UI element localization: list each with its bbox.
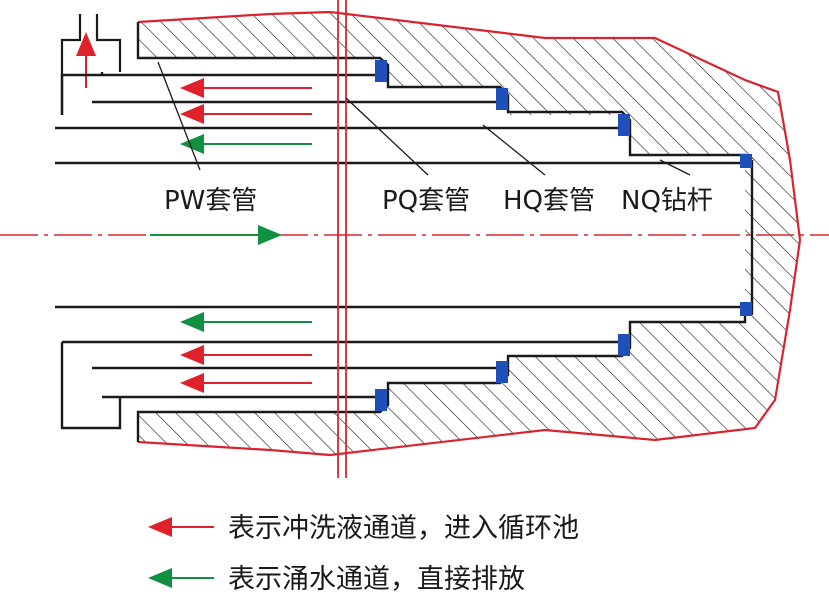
pw-casing-label: PW套管 xyxy=(164,186,257,216)
legend-flush-text: 表示冲洗液通道，进入循环池 xyxy=(228,513,579,544)
nq-seal-upper xyxy=(740,154,752,168)
hq-casing-label: HQ套管 xyxy=(503,186,595,216)
pw-casing-upper xyxy=(60,73,380,115)
pq-seal-lower xyxy=(496,361,508,383)
pq-leader xyxy=(345,97,429,176)
hq-leader xyxy=(482,124,546,176)
pw-seal-lower xyxy=(375,389,387,411)
pq-seal-upper xyxy=(496,88,508,110)
borehole-wall-lower xyxy=(137,239,802,457)
pw-leader xyxy=(157,61,201,171)
borehole-wall-upper xyxy=(137,10,802,241)
nq-rod-label: NQ钻杆 xyxy=(621,186,713,216)
hq-seal-lower xyxy=(618,334,630,356)
pw-seal-upper xyxy=(375,60,387,82)
legend-gush-text: 表示涌水通道，直接排放 xyxy=(228,564,525,595)
pq-casing-label: PQ套管 xyxy=(382,186,470,216)
nq-leader xyxy=(659,159,691,176)
hq-casing-lower xyxy=(60,342,122,430)
outlet-nozzle xyxy=(60,14,122,115)
hq-seal-upper xyxy=(618,114,630,136)
nq-seal-lower xyxy=(740,302,752,316)
